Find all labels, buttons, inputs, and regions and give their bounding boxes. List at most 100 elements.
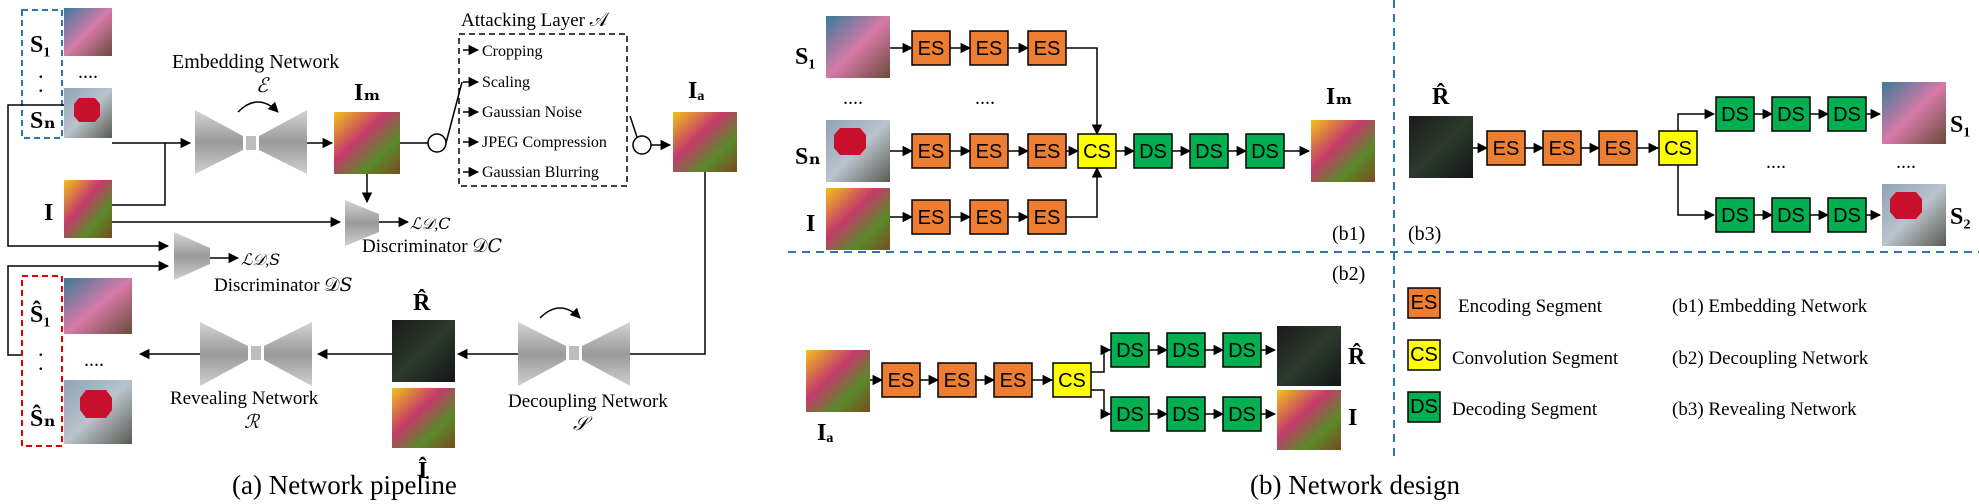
- discriminator-c-label: Discriminator 𝒟𝐶: [362, 236, 502, 257]
- b2-enc-es-2-label: ES: [944, 370, 971, 392]
- b1-ellipsis-blocks: ....: [975, 87, 995, 109]
- b1-row1-es-3-label: ES: [1034, 38, 1061, 60]
- secret-image-s1: [64, 8, 112, 56]
- loss-ds-label: ℒ𝒟,𝑆: [241, 252, 280, 269]
- b2-bot-ds-1-label: DS: [1116, 404, 1144, 426]
- embedding-skip-arc: [237, 101, 279, 113]
- recovered-secret-image-s1: [64, 278, 132, 334]
- secret-s1-label: S₁: [30, 32, 51, 58]
- recovered-cover-image: [392, 388, 455, 448]
- legend: ES Encoding Segment CS Convolution Segme…: [1407, 287, 1869, 423]
- b2-cs-label: CS: [1058, 370, 1086, 392]
- b3-recovered-s1-image: [1882, 82, 1946, 144]
- b1-dec-ds-3-box: [1245, 133, 1285, 169]
- b3-bot-ds-3-label: DS: [1833, 205, 1861, 227]
- b1-row3-es-2-label: ES: [976, 207, 1003, 229]
- loss-dc-label: ℒ𝒟,𝐶: [410, 216, 451, 233]
- attack-list: Cropping Scaling Gaussian Noise JPEG Com…: [463, 43, 607, 181]
- embedding-decoder-shape: [259, 110, 307, 174]
- b2-top-ds-2-label: DS: [1172, 340, 1200, 362]
- b3-top-ds-3-box: [1827, 96, 1867, 132]
- b3-top-ds-3-label: DS: [1833, 104, 1861, 126]
- b1-im-label: Iₘ: [1326, 84, 1353, 110]
- recovered-secret-group-box: [21, 275, 63, 447]
- attack-gaussian-blurring: Gaussian Blurring: [482, 164, 599, 181]
- b2-bot-ds-2-label: DS: [1172, 404, 1200, 426]
- embedding-bottleneck-shape: [246, 136, 256, 150]
- b1-s1-label: S₁: [795, 44, 816, 70]
- b1-dec-ds-1-label: DS: [1139, 141, 1167, 163]
- cover-image: [64, 180, 112, 238]
- legend-es-abbr: ES: [1411, 292, 1438, 314]
- b2-i-label: I: [1348, 405, 1357, 431]
- embedding-network-symbol: ℰ: [256, 75, 270, 97]
- attacked-image: [673, 112, 737, 172]
- b2-cs-to-bottom-edge: [1091, 389, 1112, 420]
- edge-secret-to-discriminator-s: [7, 104, 170, 252]
- legend-b1-network: (b1) Embedding Network: [1672, 296, 1868, 317]
- b3-top-ds-2-label: DS: [1777, 104, 1805, 126]
- b1-cover-image: [826, 188, 890, 250]
- secret-sn-label: Sₙ: [30, 108, 56, 134]
- b3-residual-image: [1409, 116, 1473, 178]
- b1-row1-to-cs-edge: [1066, 47, 1103, 136]
- b1-stop-sign-icon: [834, 128, 866, 155]
- secret-ellipsis: ....: [78, 61, 98, 83]
- attacking-layer-box: [458, 33, 628, 187]
- edge-ia-to-decoupling: [610, 172, 706, 360]
- attacked-image-label: Iₐ: [688, 78, 704, 104]
- switch-node-in: [427, 133, 447, 153]
- stop-sign-icon: [74, 98, 100, 122]
- attack-jpeg-compression: JPEG Compression: [482, 134, 607, 151]
- b1-row1-es-1-box: [911, 30, 951, 66]
- revealing-bottleneck-shape: [251, 346, 261, 360]
- b3-enc-es-3-box: [1598, 130, 1638, 166]
- b2-residual-image: [1277, 326, 1341, 386]
- b3-bot-ds-1-box: [1715, 197, 1755, 233]
- b2-top-ds-1-box: [1110, 332, 1150, 368]
- legend-cs-name: Convolution Segment: [1452, 348, 1619, 369]
- recovered-ellipsis: ....: [84, 349, 104, 371]
- b1-row1-es-2-label: ES: [976, 38, 1003, 60]
- attack-cropping: Cropping: [482, 43, 542, 60]
- b3-enc-es-1-label: ES: [1493, 138, 1520, 160]
- stego-image-label: Iₘ: [354, 80, 381, 106]
- switch-lever-out: [629, 115, 639, 141]
- recovered-dots-label-2: .: [38, 350, 44, 375]
- residual-image-label: R̂: [413, 289, 431, 316]
- b1-row1-es-1-label: ES: [918, 38, 945, 60]
- recovered-stop-sign-icon: [80, 390, 112, 418]
- b1-cover-label: I: [806, 211, 815, 237]
- b2-enc-es-3-label: ES: [1000, 370, 1027, 392]
- edge-recovered-to-discriminator-s: [7, 260, 170, 356]
- b1-stego-image: [1311, 120, 1375, 182]
- attack-gaussian-noise: Gaussian Noise: [482, 104, 582, 121]
- secret-input-group-box: [21, 9, 63, 139]
- revealing-decoder-shape: [264, 322, 312, 386]
- b1-row2-es-3-label: ES: [1034, 141, 1061, 163]
- b1-row2-es-2-label: ES: [976, 141, 1003, 163]
- b2-enc-es-1-label: ES: [888, 370, 915, 392]
- b3-bot-ds-1-label: DS: [1721, 205, 1749, 227]
- attack-scaling: Scaling: [482, 74, 530, 91]
- b1-dec-ds-2-label: DS: [1195, 141, 1223, 163]
- embedding-network-label: Embedding Network: [172, 51, 339, 73]
- b1-row3-es-1-box: [911, 199, 951, 235]
- b3-cs-to-bottom-edge: [1677, 165, 1716, 221]
- discriminator-s-shape: [174, 232, 210, 280]
- legend-ds-swatch: [1407, 391, 1441, 423]
- b3-s2-label: S₂: [1950, 204, 1971, 230]
- revealing-network-label: Revealing Network: [170, 388, 319, 409]
- b2-top-ds-3-box: [1222, 332, 1262, 368]
- b2-ia-label: Iₐ: [817, 420, 833, 446]
- b2-bot-ds-3-box: [1222, 396, 1262, 432]
- revealing-network-symbol: ℛ: [244, 412, 261, 433]
- b3-enc-es-2-box: [1542, 130, 1582, 166]
- embedding-encoder-shape: [195, 110, 243, 174]
- edge-cover-to-embedding: [112, 143, 166, 206]
- b2-attacked-image: [806, 350, 870, 412]
